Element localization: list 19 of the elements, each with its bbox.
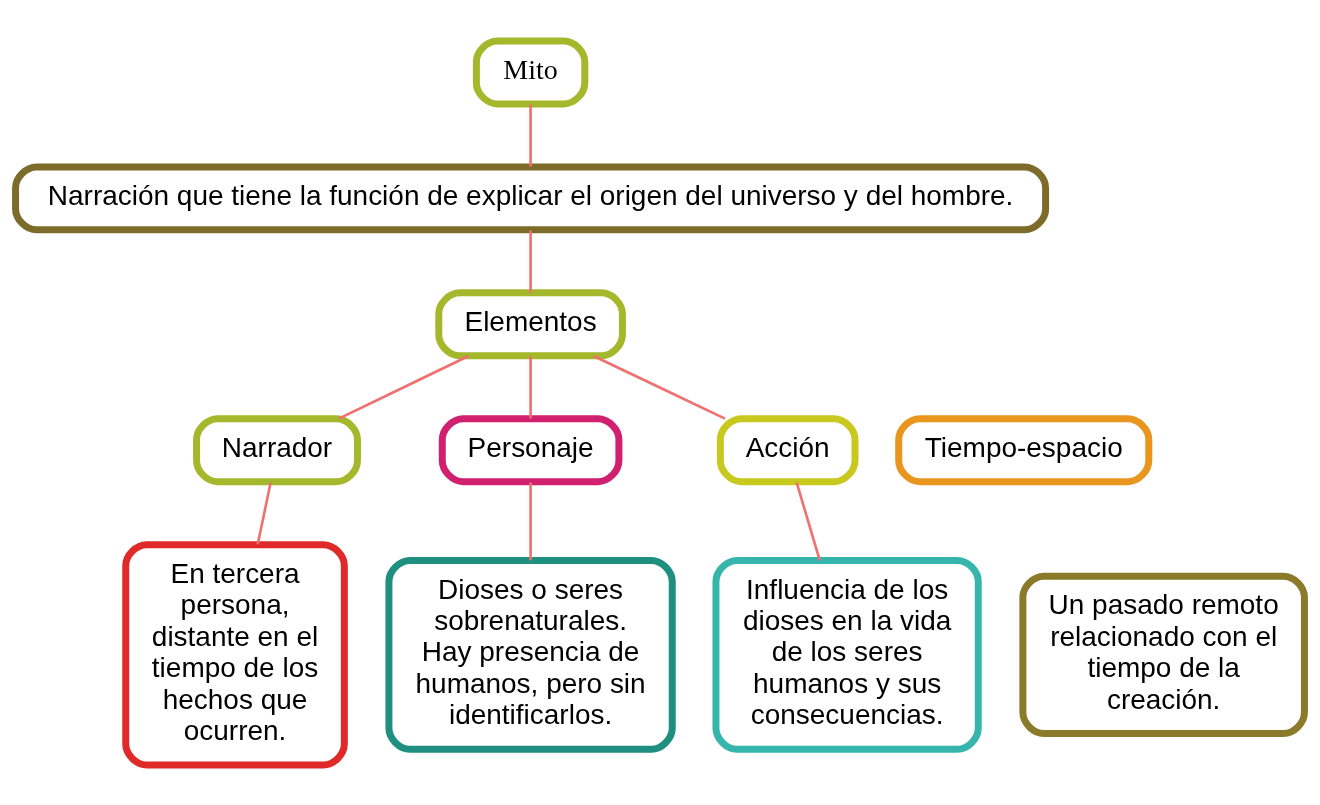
node-box: Acción bbox=[716, 414, 859, 485]
connector bbox=[529, 355, 532, 419]
node-box: Mito bbox=[472, 37, 589, 107]
node-box: Un pasado remoto relacionado con el tiempo de la creación. bbox=[1019, 572, 1308, 737]
node-box: En tercera persona, distante en el tiempo de los hechos que ocurren. bbox=[122, 540, 348, 768]
node-box: Narración que tiene la función de explicar el origen del universo y del hombre. bbox=[12, 162, 1050, 233]
connector bbox=[529, 104, 532, 167]
connector bbox=[256, 481, 272, 545]
connector bbox=[592, 354, 726, 420]
node-box: Tiempo-espacio bbox=[895, 414, 1153, 485]
connector bbox=[338, 354, 470, 420]
node-box: Narrador bbox=[193, 414, 361, 485]
node-box: Dioses o seres sobrenaturales. Hay presencia de humanos, pero sin identificarlos. bbox=[385, 556, 676, 753]
connector bbox=[529, 229, 532, 293]
node-box: Elementos bbox=[435, 288, 626, 359]
connector bbox=[529, 482, 532, 560]
node-box: Influencia de los dioses en la vida de los seres humanos y sus consecuencias. bbox=[712, 556, 982, 753]
connector bbox=[795, 481, 821, 561]
node-box: Personaje bbox=[438, 414, 623, 485]
